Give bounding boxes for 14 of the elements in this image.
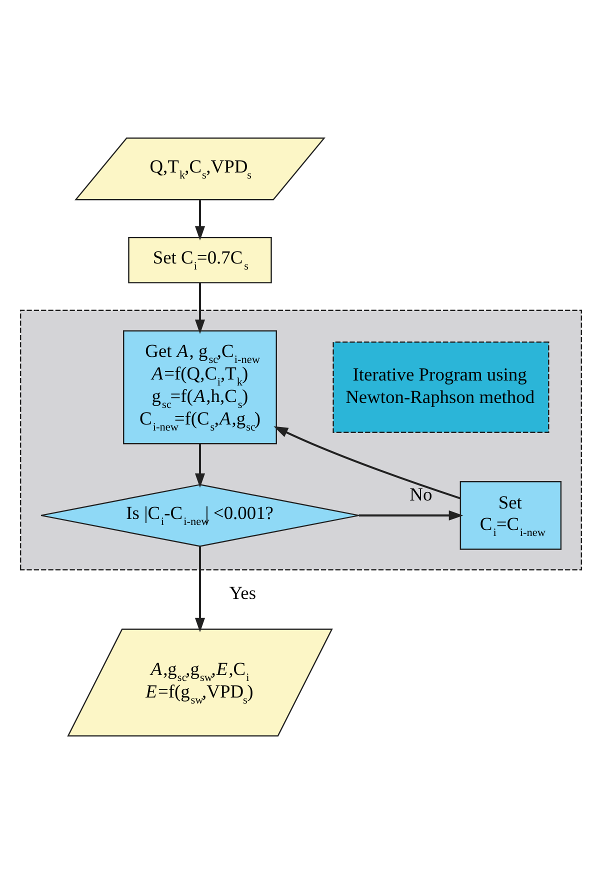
cluster [20,310,582,570]
arrow [194,444,206,488]
arrow [274,426,461,500]
node-box: Set C$_{i}$=0.7C$_{s}$ [128,236,272,284]
node-box: Get A, g$_{sc}$,C$_{i-new}$ A=f(Q,C$_{i}$,T$_{k}$) g$_{sc}$=f(A,h,C$_{s}$) C$_{i-new}$=f(C$_{s}$,A,g$_{sc}$) [123,330,277,444]
arrow [194,282,206,334]
arrow [194,546,206,632]
arrow [358,510,464,520]
node-box: Set C$_{i}$=C$_{i-new}$ [460,481,562,550]
edge-label: Yes [229,582,256,603]
node-diamond: Is |C$_{i}$-C$_{i-new}$| <0.001? [40,484,360,547]
arrow [194,200,206,240]
edge-label: No [410,484,432,504]
node-box: Iterative Program using Newton-Raphson method [332,342,550,433]
